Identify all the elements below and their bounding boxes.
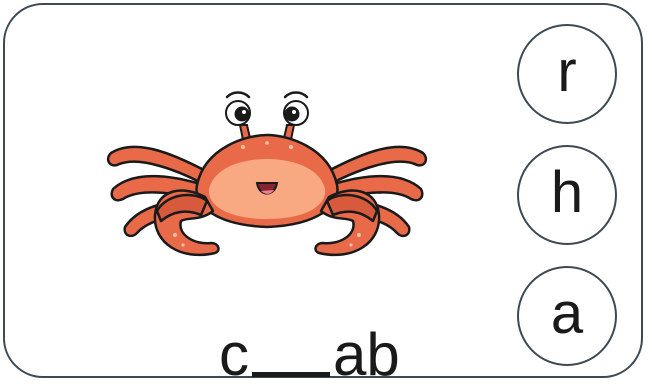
choice-label: h (550, 159, 584, 225)
blank-line[interactable] (252, 372, 330, 377)
choice-label: r (557, 38, 577, 104)
choice-letter-r[interactable]: r (517, 24, 617, 124)
word-suffix: ab (333, 321, 400, 388)
missing-letter-word: c ab (219, 315, 400, 385)
choice-letter-a[interactable]: a (517, 266, 617, 366)
crab-icon (106, 91, 428, 257)
choice-label: a (550, 280, 584, 346)
word-prefix: c (219, 321, 249, 388)
choice-letter-h[interactable]: h (517, 145, 617, 245)
